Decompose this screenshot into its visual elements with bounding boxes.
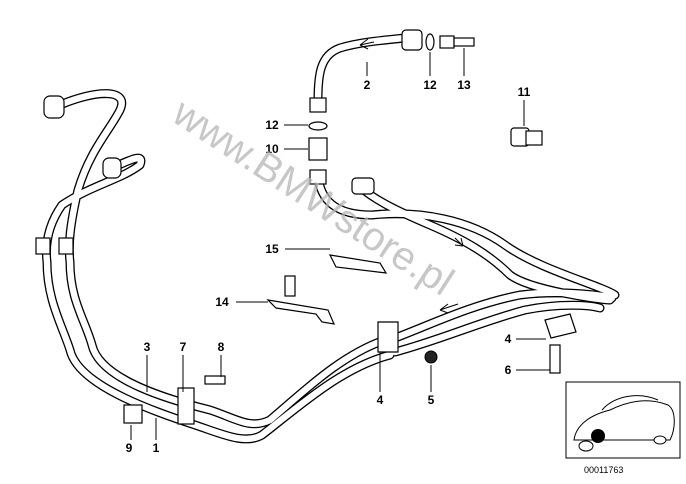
callout-12-mid: 12 — [265, 118, 279, 132]
banjo-fitting — [401, 29, 423, 51]
callout-14: 14 — [215, 295, 229, 309]
pipe-top — [313, 33, 410, 105]
callout-5: 5 — [428, 393, 435, 407]
car-thumbnail — [565, 381, 681, 459]
adapter-11-thread — [525, 130, 543, 146]
callout-7: 7 — [180, 340, 187, 354]
pipe-end-nut-left — [43, 95, 65, 119]
callout-1: 1 — [153, 441, 160, 455]
callout-4-center: 4 — [377, 393, 384, 407]
clip-9 — [123, 404, 143, 424]
flow-arrow-front — [439, 303, 459, 314]
bolt-6 — [549, 344, 561, 374]
callout-4-right: 4 — [505, 332, 512, 346]
banjo-bolt-shank — [453, 37, 475, 47]
car-roof-line — [601, 395, 659, 411]
clamp-14-stud — [284, 275, 296, 297]
screw-8 — [204, 375, 226, 385]
callout-15: 15 — [265, 242, 279, 256]
callout-12-top: 12 — [423, 78, 437, 92]
banjo-bolt-head — [439, 35, 455, 49]
callout-11: 11 — [518, 85, 531, 99]
callout-2: 2 — [364, 78, 371, 92]
nut-5 — [424, 350, 438, 364]
location-marker-icon — [591, 429, 605, 443]
pipe-sleeve-a — [35, 237, 51, 255]
callout-13: 13 — [457, 78, 471, 92]
clamp-14 — [266, 299, 335, 325]
flow-arrow-right — [454, 237, 464, 247]
pipe-nut-lower — [309, 169, 327, 185]
callout-8: 8 — [218, 340, 225, 354]
callout-3: 3 — [144, 340, 151, 354]
callout-6: 6 — [505, 363, 512, 377]
fittings — [35, 29, 577, 425]
pipe-nut-top — [309, 97, 327, 113]
clamp-7 — [177, 387, 195, 425]
bracket-15 — [328, 254, 388, 274]
callout-labels: 2 12 13 11 12 10 15 14 3 7 8 4 4 6 5 9 1 — [126, 78, 531, 455]
leader-lines — [130, 48, 550, 440]
seal-ring-12-mid — [308, 121, 328, 131]
reference-number: 00011763 — [584, 465, 623, 475]
pipe-end-nut-inner — [102, 157, 122, 179]
union-10 — [308, 137, 328, 161]
callout-9: 9 — [126, 441, 133, 455]
pipe-nut-right — [351, 177, 375, 195]
car-front-wheel-icon — [578, 440, 594, 452]
pipe-sleeve-b — [58, 237, 74, 255]
seal-ring-12-top — [425, 33, 435, 51]
callout-10: 10 — [265, 142, 279, 156]
clamp-4-right — [544, 313, 577, 339]
clamp-4-center — [377, 321, 399, 353]
car-rear-wheel-icon — [653, 435, 667, 445]
flow-arrow-top — [359, 38, 375, 50]
